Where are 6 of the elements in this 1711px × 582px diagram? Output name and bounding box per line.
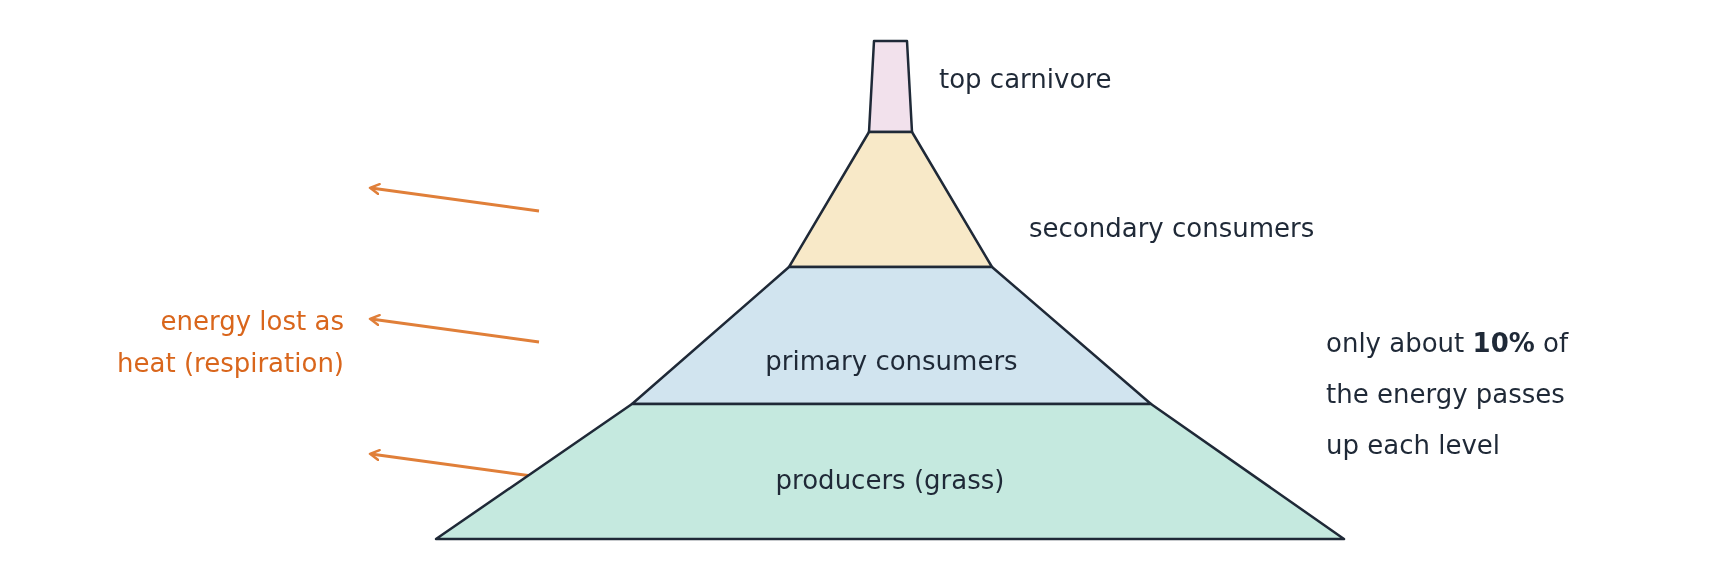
level-label: producers (grass) [774, 464, 1006, 497]
level-label: primary consumers [764, 345, 1019, 378]
level-label: secondary consumers [1029, 212, 1316, 245]
annotation-text: energy lost as heat (respiration) [116, 305, 344, 380]
annotation-text: only about 10% of the energy passes up each level [1326, 327, 1570, 462]
level-label: top carnivore [939, 63, 1113, 96]
